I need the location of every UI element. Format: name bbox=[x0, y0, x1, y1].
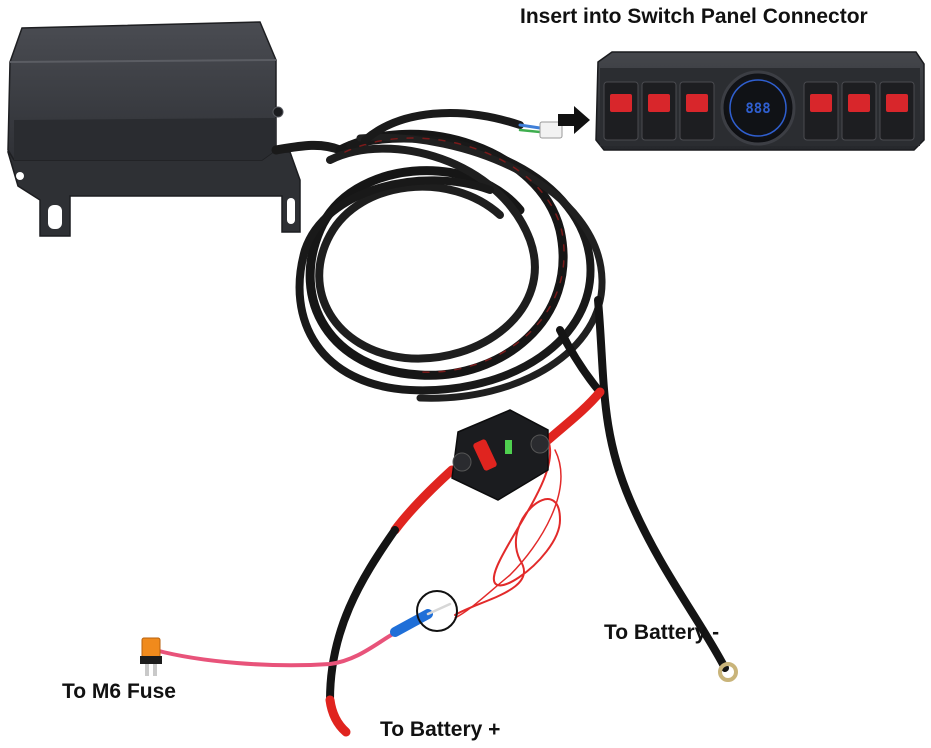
ground-lead bbox=[594, 296, 729, 672]
breaker-stud-right bbox=[530, 434, 550, 454]
circuit-breaker bbox=[451, 409, 550, 501]
coil-loop-2 bbox=[315, 144, 539, 363]
positive-cable-tip bbox=[325, 695, 351, 737]
rocker-switch-5 bbox=[841, 81, 877, 141]
bracket-slot-left bbox=[48, 205, 62, 229]
rocker-switch-1 bbox=[603, 81, 639, 141]
arrow-right-icon bbox=[558, 106, 590, 134]
thin-red-wire bbox=[454, 439, 562, 616]
bracket-hole bbox=[16, 172, 24, 180]
gauge-readout: 888 bbox=[745, 101, 770, 117]
coil-red-tracer bbox=[344, 137, 565, 373]
blue-butt-connector bbox=[390, 609, 433, 637]
add-a-fuse-tap bbox=[140, 637, 162, 676]
relay-box-front-face bbox=[14, 118, 276, 160]
fuse-tap-circuit bbox=[153, 590, 458, 668]
rocker-switch-3 bbox=[679, 81, 715, 141]
breaker-body bbox=[451, 409, 549, 501]
negative-ring-terminal bbox=[718, 662, 738, 682]
panel-lead-wires bbox=[518, 123, 542, 130]
coil-loop-4 bbox=[356, 133, 606, 402]
switch-panel: 888 bbox=[558, 51, 925, 151]
connector-crimp-wire bbox=[426, 602, 452, 616]
relay-box bbox=[6, 21, 345, 237]
box-cable-exit bbox=[271, 140, 345, 155]
breaker-reset-lever bbox=[473, 439, 497, 471]
red-sleeve-lower bbox=[390, 465, 457, 535]
red-sleeve-upper bbox=[543, 387, 605, 445]
panel-lead-wires-2 bbox=[518, 128, 542, 134]
relay-box-lid-edge bbox=[9, 59, 277, 63]
coiled-cable bbox=[295, 109, 729, 672]
positive-lead-upper bbox=[556, 326, 604, 396]
rocker-switch-2 bbox=[641, 81, 677, 141]
highlight-circle bbox=[416, 590, 458, 632]
breaker-indicator bbox=[505, 440, 512, 454]
fuse-tap-base bbox=[140, 656, 162, 664]
battery-positive-label: To Battery + bbox=[380, 718, 501, 741]
panel-lead bbox=[361, 109, 524, 144]
rocker-switch-6 bbox=[879, 81, 915, 141]
switch-panel-connector-label: Insert into Switch Panel Connector bbox=[520, 5, 868, 28]
positive-circuit bbox=[325, 387, 605, 737]
pink-wire bbox=[153, 628, 402, 668]
fuse-tap-blade-1 bbox=[145, 662, 149, 676]
fuse-tap-blade-2 bbox=[153, 662, 157, 676]
bracket-slot-right bbox=[287, 198, 295, 224]
voltmeter-gauge: 888 bbox=[720, 70, 796, 146]
panel-plug bbox=[539, 121, 563, 139]
breaker-stud-left bbox=[452, 452, 472, 472]
relay-box-screw-icon bbox=[272, 106, 284, 118]
rocker-switch-4 bbox=[803, 81, 839, 141]
positive-cable-lower bbox=[326, 526, 399, 704]
m6-fuse-label: To M6 Fuse bbox=[62, 680, 176, 703]
mounting-bracket bbox=[6, 151, 301, 237]
battery-negative-label: To Battery - bbox=[604, 621, 720, 644]
thin-red-wire-2 bbox=[454, 449, 562, 619]
